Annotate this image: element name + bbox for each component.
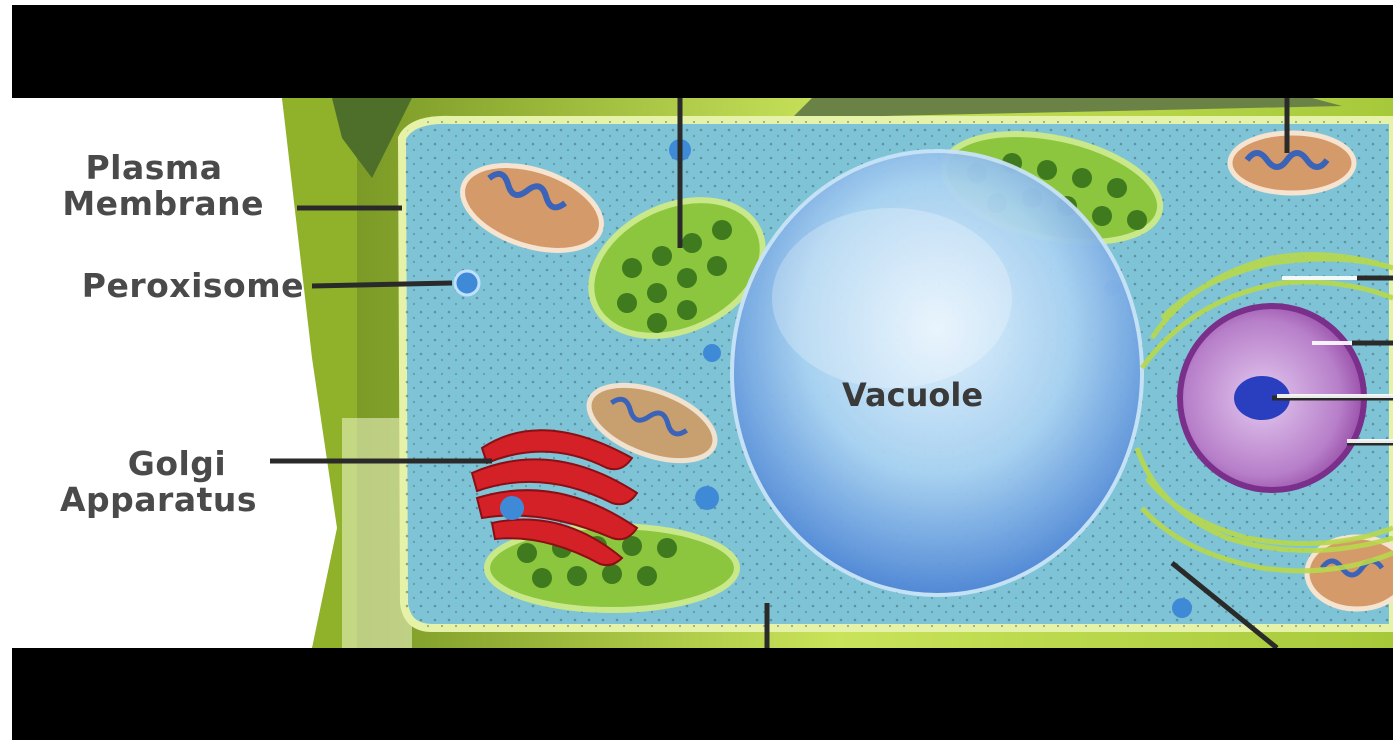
plasma-membrane-label-line1: Plasma	[32, 150, 264, 186]
vacuole-highlight	[772, 208, 1012, 388]
letterbox-bottom	[12, 648, 1393, 740]
vesicle	[500, 496, 524, 520]
golgi-apparatus-label-line1: Golgi	[52, 446, 266, 482]
letterbox-top	[12, 5, 1393, 98]
mitochondrion	[1230, 133, 1354, 193]
vesicle	[1172, 598, 1192, 618]
golgi-apparatus-label-line2: Apparatus	[52, 482, 266, 518]
cell-diagram: Plasma Membrane Peroxisome Golgi Apparat…	[12, 98, 1393, 648]
peroxisome-label: Peroxisome	[12, 268, 304, 304]
vesicle	[695, 486, 719, 510]
golgi-apparatus-label: Golgi Apparatus	[52, 446, 266, 518]
plasma-membrane-label: Plasma Membrane	[32, 150, 264, 222]
vacuole-label: Vacuole	[842, 376, 983, 414]
vesicle	[703, 344, 721, 362]
plasma-membrane-label-line2: Membrane	[32, 186, 264, 222]
peroxisome	[455, 271, 479, 295]
